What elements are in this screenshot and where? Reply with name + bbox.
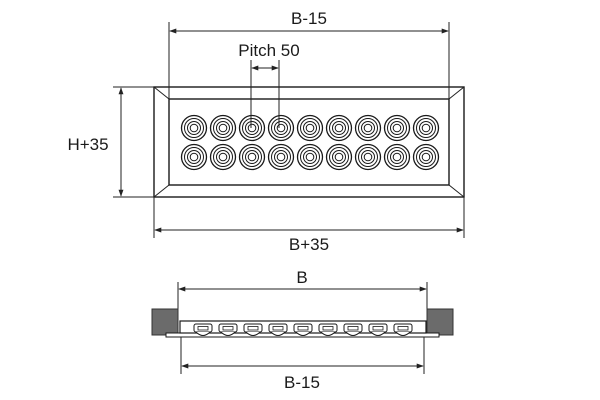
dimension-label-h: H+35 [67,135,108,154]
grommet [267,143,295,171]
grommet [180,114,208,142]
grommet [296,114,324,142]
grommet [238,114,266,142]
connector [268,323,288,336]
connector [368,323,388,336]
connector [293,323,313,336]
wall-right [426,308,454,336]
bevel-line [448,184,465,198]
wall-left [151,308,179,336]
dimension-label-b+35: B+35 [289,235,329,254]
grommet [325,114,353,142]
top-view: B-15 Pitch 50 H+35 B+35 [67,9,465,254]
connector [193,323,213,336]
grommet [296,143,324,171]
inner-frame [168,98,450,186]
connector [243,323,263,336]
dimension-label-b-15-bottom: B-15 [284,373,320,392]
connector [393,323,413,336]
grommet [354,114,382,142]
section-view: B B-15 [151,268,454,392]
grommet [354,143,382,171]
dimension-label-b: B [296,268,307,287]
dimension-label-pitch: Pitch 50 [238,41,299,60]
connector [318,323,338,336]
grommet [412,114,440,142]
grommet-grid [180,114,440,171]
connector [343,323,363,336]
grommet [412,143,440,171]
grommet [209,114,237,142]
bevel-line [448,86,465,100]
grommet [383,143,411,171]
grommet [180,143,208,171]
bevel-line [153,86,170,100]
grommet [325,143,353,171]
connector [218,323,238,336]
dimension-label-b-15-top: B-15 [291,9,327,28]
grommet [238,143,266,171]
grommet [209,143,237,171]
connector-row [193,323,413,336]
grommet [383,114,411,142]
grommet [267,114,295,142]
bevel-line [153,184,170,198]
